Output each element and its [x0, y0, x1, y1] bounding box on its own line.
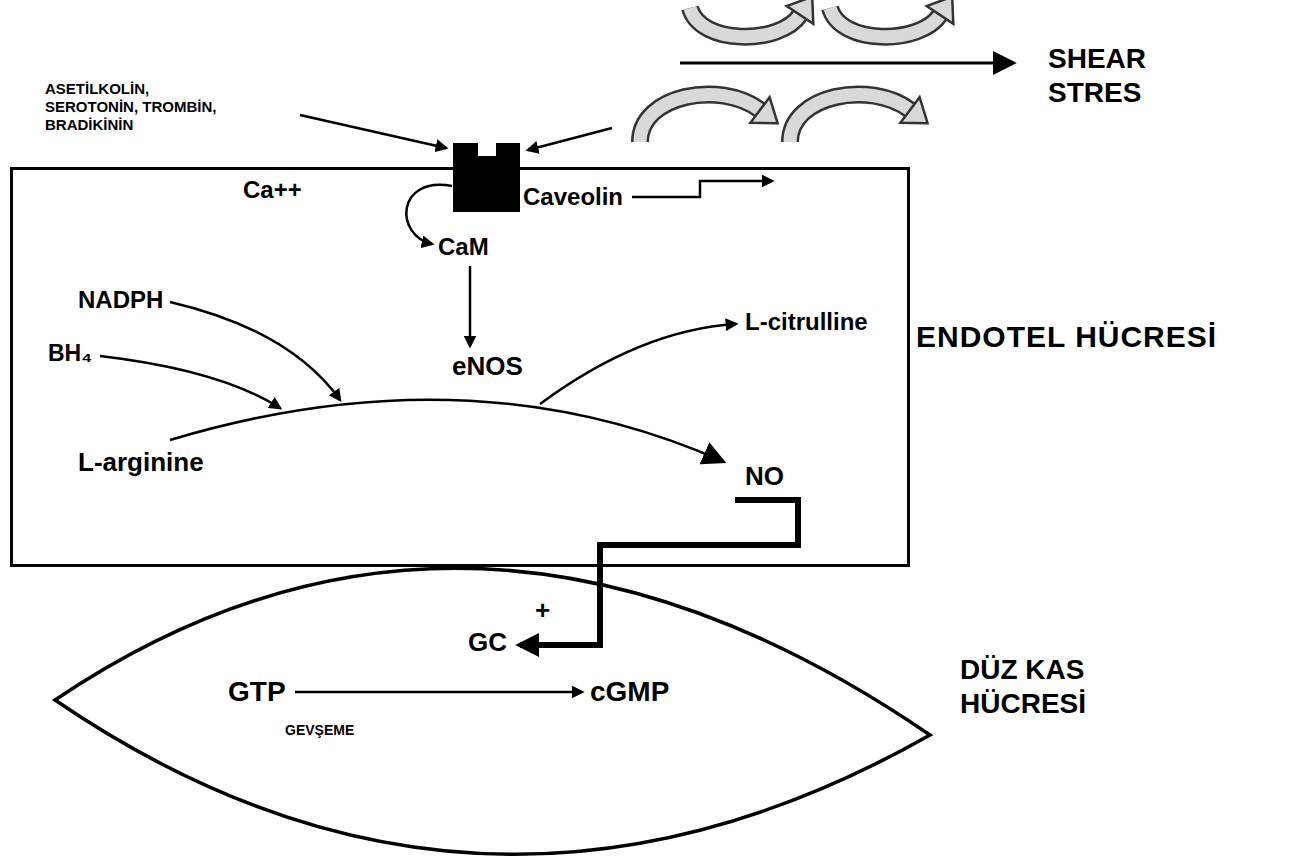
- swirl-band: [640, 94, 760, 142]
- product-arrow: [540, 324, 736, 404]
- stimulation-sign: +: [535, 596, 550, 626]
- caveolin-arrow: [632, 181, 772, 197]
- conversion-arrow: [295, 691, 582, 694]
- cell-outline-path: [55, 568, 930, 854]
- enzyme-label: GC: [468, 628, 507, 658]
- swirl-band: [640, 94, 760, 142]
- receptor-symbol: [453, 143, 520, 212]
- receptor-notch: [478, 143, 496, 156]
- cell-label: DÜZ KAS HÜCRESİ: [960, 653, 1100, 720]
- ion-label: Ca++: [243, 176, 302, 204]
- cofactor-arrow: [170, 302, 340, 400]
- product-label: NO: [745, 462, 784, 492]
- activation-arrow: [469, 266, 472, 346]
- cell-outline: [55, 555, 930, 860]
- cofactor-label: BH₄: [48, 340, 92, 366]
- substrate-label: GTP: [228, 676, 286, 708]
- swirl-band: [790, 94, 910, 142]
- cofactor-label: NADPH: [78, 286, 163, 314]
- swirl-arrowhead: [787, 0, 814, 24]
- product-label: L-citrulline: [745, 308, 868, 336]
- protein-label: Caveolin: [523, 183, 623, 211]
- cell-label: ENDOTEL HÜCRESİ: [916, 320, 1217, 355]
- swirl-arrowhead: [900, 97, 927, 123]
- reaction-arc: [170, 400, 722, 461]
- swirl-arrowhead: [927, 0, 954, 24]
- effect-label: GEVŞEME: [285, 722, 354, 738]
- stimulus-arrow: [528, 128, 612, 150]
- shear-flow-swirls: [640, 0, 1012, 142]
- swirl-arrowhead: [750, 97, 777, 123]
- swirl-band: [690, 8, 800, 37]
- protein-label: CaM: [438, 233, 489, 261]
- swirl-band: [830, 8, 940, 37]
- enzyme-label: eNOS: [452, 352, 523, 382]
- product-label: cGMP: [590, 676, 669, 708]
- flow-arrow: [680, 62, 1012, 65]
- swirl-band: [690, 8, 800, 37]
- cofactor-arrow: [100, 356, 280, 408]
- substrate-label: L-arginine: [78, 448, 204, 478]
- shear-stress-label: SHEAR STRES: [1048, 42, 1168, 109]
- no-diffusion-arrow: [520, 500, 798, 645]
- swirl-band: [790, 94, 910, 142]
- swirl-band: [830, 8, 940, 37]
- smooth-muscle-cell: DÜZ KAS HÜCRESİ: [55, 555, 930, 860]
- stimulus-list: ASETİLKOLİN, SEROTONİN, TROMBİN, BRADİKİ…: [45, 80, 230, 134]
- stimulus-arrow: [300, 115, 446, 148]
